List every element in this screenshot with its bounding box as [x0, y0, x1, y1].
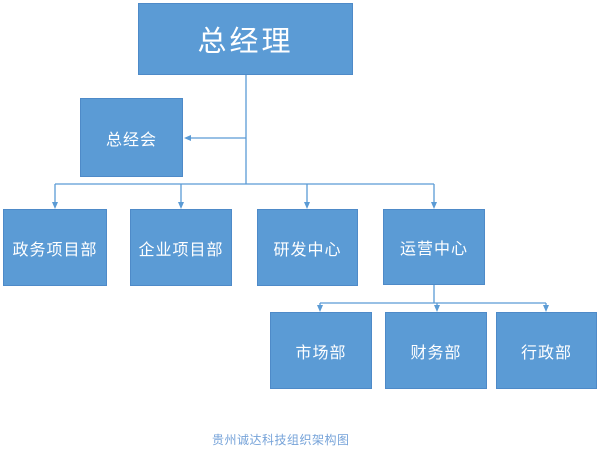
org-node-operations-center: 运营中心 [383, 209, 485, 285]
org-node-enterprise-projects-dept: 企业项目部 [130, 209, 232, 286]
org-node-finance-dept: 财务部 [385, 312, 487, 389]
org-node-administration-dept: 行政部 [496, 312, 597, 389]
chart-caption: 贵州诚达科技组织架构图 [212, 433, 350, 447]
org-node-marketing-dept: 市场部 [270, 312, 372, 389]
org-node-gm-council: 总经会 [80, 98, 183, 177]
org-node-rd-center: 研发中心 [257, 209, 358, 286]
org-node-general-manager: 总经理 [138, 3, 353, 75]
org-node-government-projects-dept: 政务项目部 [3, 209, 107, 286]
